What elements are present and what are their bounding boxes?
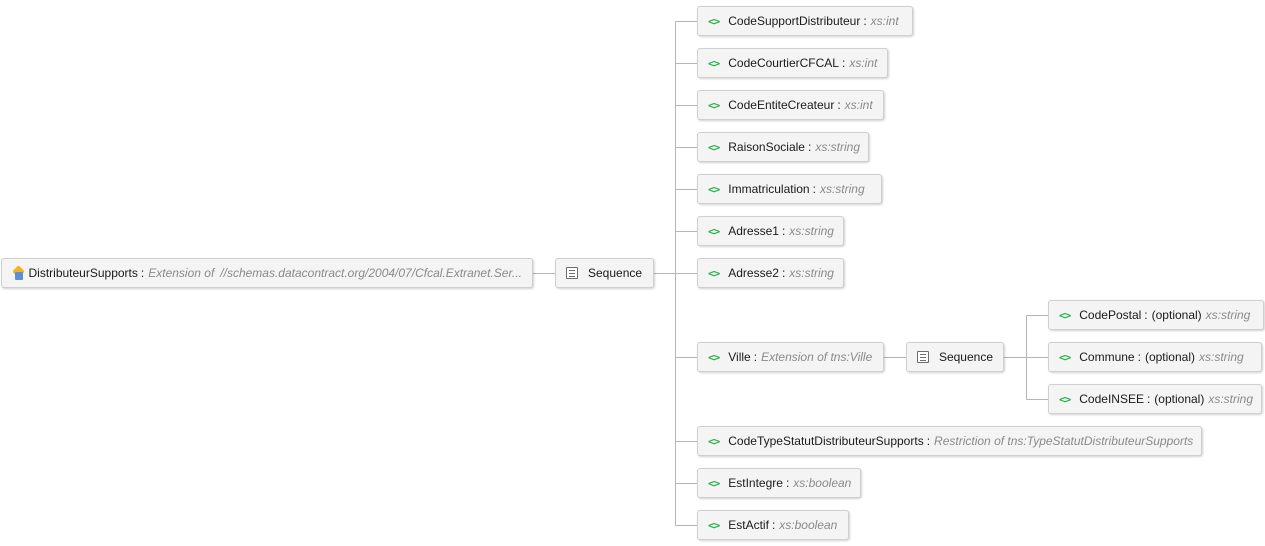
element-optional: (optional) (1154, 392, 1205, 406)
element-icon: <> (708, 476, 720, 490)
sequence-label: Sequence (938, 350, 993, 364)
element-icon: <> (708, 518, 720, 532)
element-separator: : (812, 182, 816, 196)
element-node[interactable]: <> Adresse2 : xs:string (697, 258, 844, 288)
element-name: Ville (728, 350, 751, 364)
element-separator: : (781, 224, 786, 238)
element-name: Adresse2 (728, 266, 779, 280)
element-node[interactable]: <> RaisonSociale : xs:string (697, 132, 869, 162)
element-node[interactable]: <> Immatriculation : xs:string (697, 174, 882, 204)
element-node[interactable]: <> CodeCourtierCFCAL : xs:int (697, 48, 888, 78)
element-separator: : (1144, 308, 1148, 322)
ville-child-node[interactable]: <> CodeINSEE : (optional) xs:string (1048, 384, 1262, 414)
root-complex-type-node[interactable]: DistributeurSupports : Extension of //sc… (1, 258, 533, 288)
element-icon: <> (708, 98, 720, 112)
element-separator: : (837, 98, 841, 112)
element-separator: : (771, 518, 776, 532)
element-name: RaisonSociale (728, 140, 805, 154)
root-base-type: //schemas.datacontract.org/2004/07/Cfcal… (220, 266, 522, 280)
element-icon: <> (708, 266, 720, 280)
element-icon: <> (1059, 308, 1071, 322)
element-separator: : (926, 434, 931, 448)
ville-sequence-node[interactable]: Sequence (906, 342, 1004, 372)
element-name: EstIntegre (728, 476, 783, 490)
element-separator: : (807, 140, 812, 154)
element-name: EstActif (728, 518, 769, 532)
element-icon: <> (708, 14, 720, 28)
element-type: Extension of tns:Ville (761, 350, 873, 364)
root-separator: : (140, 266, 145, 280)
complex-type-icon (12, 265, 25, 280)
root-name: DistributeurSupports (28, 266, 138, 280)
element-name: Immatriculation (728, 182, 810, 196)
element-name: CodeCourtierCFCAL (728, 56, 839, 70)
element-name: CodePostal (1079, 308, 1142, 322)
element-separator: : (863, 14, 867, 28)
element-name: CodeTypeStatutDistributeurSupports (728, 434, 924, 448)
element-separator: : (781, 266, 786, 280)
element-node-ville[interactable]: <> Ville : Extension of tns:Ville (697, 342, 884, 372)
sequence-label: Sequence (588, 266, 643, 280)
main-sequence-node[interactable]: Sequence (555, 258, 654, 288)
element-separator: : (1146, 392, 1151, 406)
element-type: xs:string (1208, 392, 1254, 406)
element-type: xs:string (815, 140, 860, 154)
element-type: xs:int (849, 56, 878, 70)
element-icon: <> (708, 224, 720, 238)
element-type: xs:int (844, 98, 873, 112)
sequence-icon (566, 267, 578, 279)
element-type: xs:boolean (793, 476, 852, 490)
element-name: CodeINSEE (1079, 392, 1144, 406)
sequence-icon (917, 351, 929, 363)
element-separator: : (1137, 350, 1141, 364)
element-node[interactable]: <> Adresse1 : xs:string (697, 216, 844, 246)
element-node[interactable]: <> CodeEntiteCreateur : xs:int (697, 90, 884, 120)
element-separator: : (785, 476, 790, 490)
root-kind: Extension of (148, 266, 215, 280)
element-type: xs:boolean (779, 518, 838, 532)
element-type: xs:string (789, 266, 834, 280)
element-icon: <> (708, 140, 720, 154)
element-icon: <> (708, 56, 720, 70)
element-name: CodeEntiteCreateur (728, 98, 835, 112)
element-node[interactable]: <> EstIntegre : xs:boolean (697, 468, 861, 498)
ville-child-node[interactable]: <> Commune : (optional) xs:string (1048, 342, 1262, 372)
element-node[interactable]: <> EstActif : xs:boolean (697, 510, 849, 540)
element-type: xs:string (789, 224, 834, 238)
element-type: Restriction of tns:TypeStatutDistributeu… (934, 434, 1194, 448)
element-icon: <> (1059, 350, 1071, 364)
element-icon: <> (1059, 392, 1071, 406)
element-optional: (optional) (1151, 308, 1202, 322)
element-icon: <> (708, 182, 720, 196)
element-type: xs:string (1198, 350, 1244, 364)
element-icon: <> (708, 350, 720, 364)
element-name: Adresse1 (728, 224, 779, 238)
ville-child-node[interactable]: <> CodePostal : (optional) xs:string (1048, 300, 1264, 330)
element-name: CodeSupportDistributeur (728, 14, 861, 28)
element-separator: : (753, 350, 758, 364)
element-type: xs:string (1205, 308, 1251, 322)
element-optional: (optional) (1144, 350, 1195, 364)
element-node[interactable]: <> CodeTypeStatutDistributeurSupports : … (697, 426, 1202, 456)
element-type: xs:int (870, 14, 899, 28)
element-type: xs:string (819, 182, 865, 196)
element-separator: : (841, 56, 846, 70)
element-node[interactable]: <> CodeSupportDistributeur : xs:int (697, 6, 913, 36)
element-name: Commune (1079, 350, 1135, 364)
element-icon: <> (708, 434, 720, 448)
